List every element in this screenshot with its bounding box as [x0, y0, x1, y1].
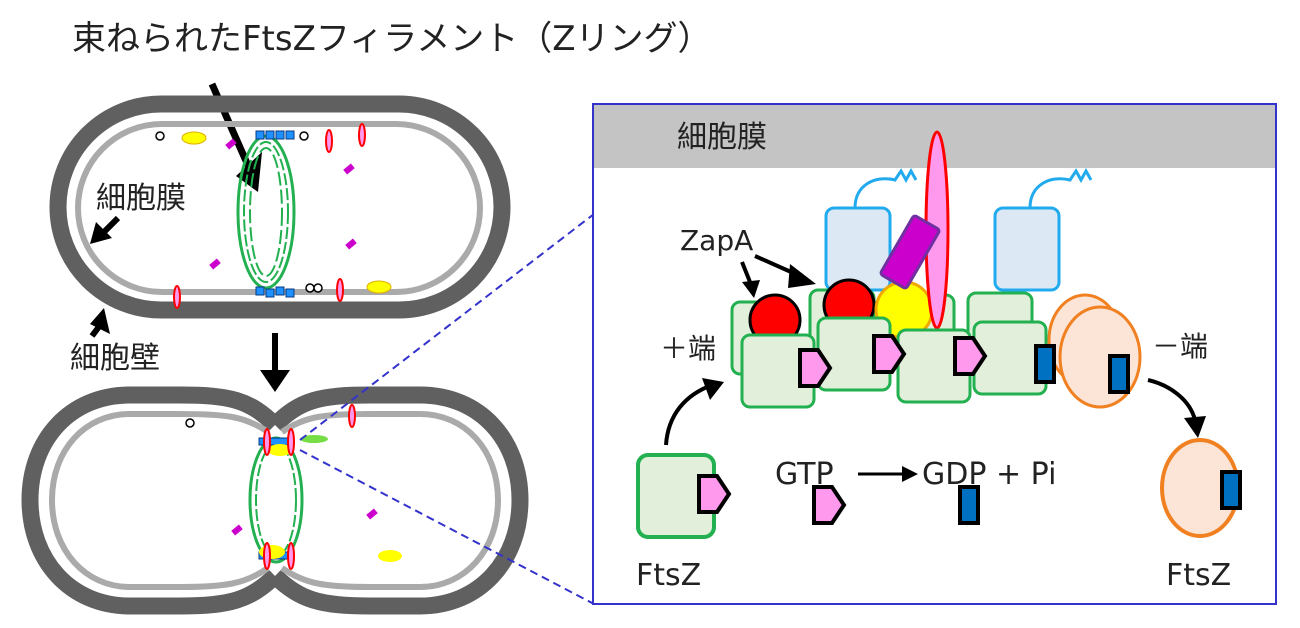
- title: 束ねられたFtsZフィラメント（Zリング）: [72, 19, 711, 59]
- ftsz-left-label: FtsZ: [636, 558, 701, 593]
- z-ring: [236, 134, 296, 290]
- gdp-label: GDP + Pi: [922, 457, 1056, 492]
- detail-panel: 細胞膜 ＋端 －端 ZapA: [592, 103, 1277, 605]
- detail-membrane-label: 細胞膜: [677, 120, 767, 155]
- plus-end-label: ＋端: [660, 332, 716, 365]
- anchor-protein: [993, 206, 1061, 292]
- wall-label: 細胞壁: [70, 341, 160, 376]
- cell-wall: [49, 95, 511, 319]
- anchor-protein: [824, 206, 892, 292]
- cell-top: 細胞膜: [49, 95, 511, 319]
- minus-end-label: －端: [1152, 330, 1208, 363]
- gtp-symbol: [812, 485, 847, 525]
- cell-dividing: [21, 386, 529, 615]
- gdp-symbol: [958, 485, 980, 525]
- ftsz-right-label: FtsZ: [1166, 558, 1231, 593]
- membrane-label: 細胞膜: [96, 181, 186, 216]
- zapa-label: ZapA: [680, 224, 753, 257]
